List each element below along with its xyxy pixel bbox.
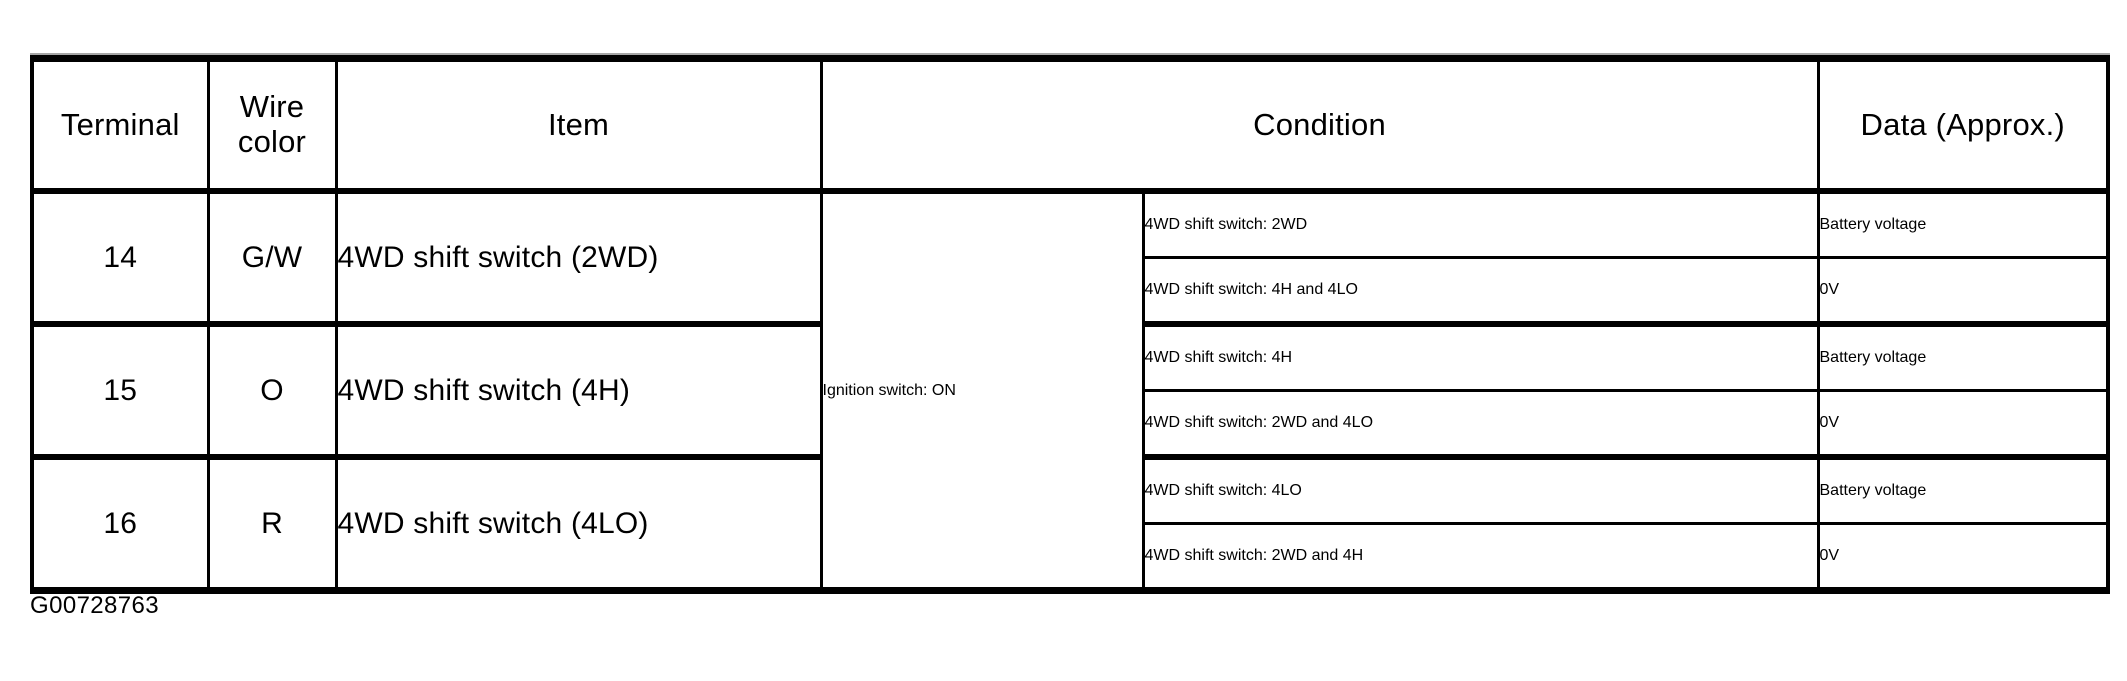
column-header-item: Item bbox=[334, 58, 821, 194]
terminal-spec-table-container: Terminal Wire color Item Condition Data … bbox=[30, 55, 2110, 594]
condition-detail: 4WD shift switch: 4H bbox=[1141, 324, 1818, 392]
column-header-condition: Condition bbox=[819, 58, 1818, 194]
condition-detail: 4WD shift switch: 2WD and 4H bbox=[1141, 523, 1818, 591]
data-value: Battery voltage bbox=[1816, 457, 2108, 525]
column-header-wire-color: Wire color bbox=[206, 58, 336, 194]
table-row: 4WD shift switch: 2WD and 4H 0V bbox=[32, 523, 2108, 591]
table-row: 4WD shift switch: 2WD and 4LO 0V bbox=[32, 390, 2108, 460]
shared-condition-ignition-switch: Ignition switch: ON bbox=[819, 191, 1143, 591]
table-body: 14 G/W 4WD shift switch (2WD) Ignition s… bbox=[32, 191, 2108, 591]
data-value: Battery voltage bbox=[1816, 191, 2108, 259]
item-description: 4WD shift switch (4H) bbox=[334, 324, 821, 460]
terminal-number: 14 bbox=[32, 191, 208, 327]
figure-reference-id: G00728763 bbox=[30, 592, 160, 619]
table-row: 4WD shift switch: 4H and 4LO 0V bbox=[32, 257, 2108, 327]
condition-detail: 4WD shift switch: 4LO bbox=[1141, 457, 1818, 525]
wire-color-value: G/W bbox=[206, 191, 336, 327]
table-row: 14 G/W 4WD shift switch (2WD) Ignition s… bbox=[32, 191, 2108, 591]
data-value: Battery voltage bbox=[1816, 324, 2108, 392]
item-description: 4WD shift switch (2WD) bbox=[334, 191, 821, 327]
data-value: 0V bbox=[1816, 390, 2108, 460]
wire-color-value: O bbox=[206, 324, 336, 460]
condition-detail: 4WD shift switch: 4H and 4LO bbox=[1141, 257, 1818, 327]
table-header: Terminal Wire color Item Condition Data … bbox=[32, 58, 2108, 194]
wire-color-value: R bbox=[206, 457, 336, 591]
column-header-wire-color-line1: Wire bbox=[239, 89, 305, 125]
terminal-number: 15 bbox=[32, 324, 208, 460]
column-header-data: Data (Approx.) bbox=[1816, 58, 2108, 194]
column-header-wire-color-line2: color bbox=[237, 124, 307, 159]
data-value: 0V bbox=[1816, 523, 2108, 591]
item-description: 4WD shift switch (4LO) bbox=[334, 457, 821, 591]
terminal-spec-table: Terminal Wire color Item Condition Data … bbox=[30, 55, 2110, 594]
table-row: 16 R 4WD shift switch (4LO) 4WD shift sw… bbox=[32, 457, 2108, 591]
condition-detail: 4WD shift switch: 2WD bbox=[1141, 191, 1818, 259]
data-value: 0V bbox=[1816, 257, 2108, 327]
condition-detail: 4WD shift switch: 2WD and 4LO bbox=[1141, 390, 1818, 460]
terminal-number: 16 bbox=[32, 457, 208, 591]
table-header-row: Terminal Wire color Item Condition Data … bbox=[32, 58, 2108, 194]
column-header-terminal: Terminal bbox=[32, 58, 208, 194]
table-row: 15 O 4WD shift switch (4H) 4WD shift swi… bbox=[32, 324, 2108, 460]
